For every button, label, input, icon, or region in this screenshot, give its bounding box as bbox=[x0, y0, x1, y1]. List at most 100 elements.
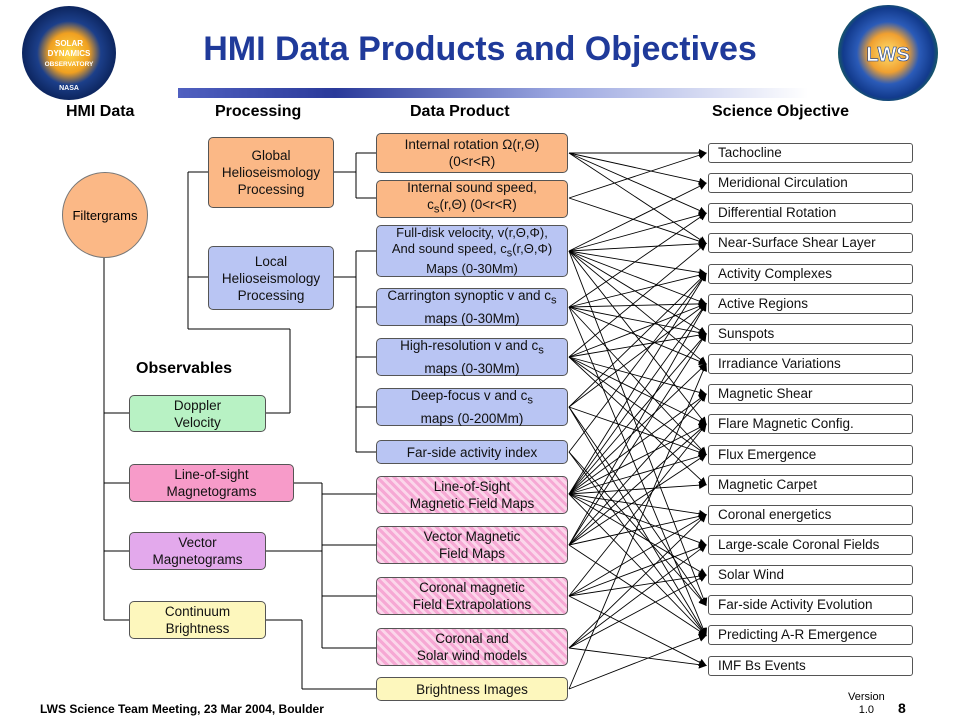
product-objective-link bbox=[568, 647, 707, 669]
product-objective-link bbox=[568, 250, 707, 365]
product-objective-link bbox=[568, 406, 707, 637]
product-objective-link bbox=[568, 272, 707, 453]
footer-version-label: Version bbox=[848, 691, 885, 703]
product-objective-link bbox=[568, 302, 707, 546]
p2-sub: s bbox=[433, 203, 440, 216]
p9-line-2: Field Maps bbox=[438, 546, 506, 561]
p4-sub: s bbox=[550, 294, 557, 307]
product-far-side-index: Far-side activity index bbox=[376, 440, 568, 464]
title-rule bbox=[178, 88, 808, 98]
lws-logo-art: LWS bbox=[866, 44, 910, 67]
objective-item: Far-side Activity Evolution bbox=[708, 595, 913, 616]
product-objective-link bbox=[568, 306, 707, 337]
product-objective-link bbox=[568, 572, 707, 597]
objective-item: Magnetic Carpet bbox=[708, 474, 913, 495]
product-objective-link bbox=[568, 250, 707, 335]
p5-line-1a: High-resolution v and c bbox=[400, 338, 539, 354]
header-data-product: Data Product bbox=[410, 103, 510, 120]
product-objective-link bbox=[568, 544, 707, 649]
objective-item: Predicting A-R Emergence bbox=[708, 625, 913, 646]
local-line-1: Local bbox=[254, 253, 288, 269]
product-internal-sound-speed: Internal sound speed,cs(r,Θ) (0<r<R) bbox=[376, 180, 568, 218]
objective-item: Sunspots bbox=[708, 323, 913, 344]
product-objective-link bbox=[568, 356, 707, 456]
product-objective-link bbox=[568, 634, 707, 690]
objective-item: IMF Bs Events bbox=[708, 655, 913, 676]
sdo-logo-line-2: DYNAMICS bbox=[48, 49, 91, 58]
product-objective-link bbox=[568, 331, 707, 358]
product-objective-link bbox=[568, 306, 707, 366]
product-objective-link bbox=[568, 152, 707, 186]
doppler-line-2: Velocity bbox=[174, 414, 221, 430]
footer-meeting: LWS Science Team Meeting, 23 Mar 2004, B… bbox=[40, 702, 324, 716]
product-objective-link bbox=[568, 363, 707, 495]
continuum-line-2: Brightness bbox=[165, 621, 230, 636]
p4-line-2: maps (0-30Mm) bbox=[424, 310, 520, 326]
product-objective-link bbox=[568, 595, 707, 667]
p9-line-1: Vector Magnetic bbox=[423, 529, 521, 544]
p6-line-2: maps (0-200Mm) bbox=[420, 410, 524, 426]
p3-line-3: Maps (0-30Mm) bbox=[426, 261, 518, 277]
p6-line-1a: Deep-focus v and c bbox=[411, 388, 528, 404]
filtergrams-label: Filtergrams bbox=[72, 207, 138, 223]
tree-lines bbox=[103, 152, 376, 690]
objective-item: Flare Magnetic Config. bbox=[708, 414, 913, 435]
product-objective-link bbox=[568, 393, 707, 495]
product-objective-link bbox=[568, 423, 707, 546]
product-objective-link bbox=[568, 182, 707, 252]
product-objective-link bbox=[568, 239, 707, 252]
product-objective-link bbox=[568, 423, 707, 495]
p2-line-1: Internal sound speed, bbox=[407, 180, 537, 196]
page-title: HMI Data Products and Objectives bbox=[203, 30, 757, 68]
product-objective-link bbox=[568, 406, 707, 456]
product-objective-link bbox=[568, 514, 707, 597]
sdo-logo: SOLAR DYNAMICS OBSERVATORY NASA bbox=[22, 6, 116, 100]
product-objective-link bbox=[568, 356, 707, 397]
product-objective-link bbox=[568, 303, 707, 408]
header-science-objective: Science Objective bbox=[712, 103, 849, 120]
product-objective-link bbox=[568, 544, 707, 636]
filtergrams-node: Filtergrams bbox=[62, 172, 148, 258]
product-objective-link bbox=[568, 512, 707, 546]
product-brightness-images: Brightness Images bbox=[376, 677, 568, 701]
product-objective-link bbox=[568, 574, 707, 649]
header-processing: Processing bbox=[215, 103, 302, 120]
objective-item: Tachocline bbox=[708, 143, 913, 163]
product-objective-link bbox=[568, 299, 707, 308]
p11-line-1: Coronal and bbox=[435, 631, 509, 646]
product-objective-link bbox=[568, 306, 707, 637]
objective-item: Active Regions bbox=[708, 293, 913, 314]
product-objective-link bbox=[568, 333, 707, 495]
p12-line-1: Brightness Images bbox=[416, 681, 528, 697]
objective-item: Activity Complexes bbox=[708, 263, 913, 284]
product-objective-link bbox=[568, 152, 707, 215]
objective-item: Flux Emergence bbox=[708, 444, 913, 465]
product-objective-links bbox=[568, 149, 708, 690]
product-objective-link bbox=[568, 453, 707, 546]
p5-sub: s bbox=[538, 344, 544, 357]
sdo-logo-art: SOLAR DYNAMICS OBSERVATORY NASA bbox=[45, 39, 94, 92]
product-objective-link bbox=[568, 493, 707, 637]
global-line-1: Global bbox=[251, 148, 291, 163]
product-objective-link bbox=[568, 514, 707, 649]
p10-line-2: Field Extrapolations bbox=[412, 597, 532, 612]
product-objective-link bbox=[568, 250, 708, 607]
los-line-1: Line-of-sight bbox=[174, 467, 249, 482]
vector-line-2: Magnetograms bbox=[152, 552, 243, 567]
observables-label: Observables bbox=[136, 360, 233, 377]
sdo-logo-line-4: NASA bbox=[59, 85, 79, 92]
p2-line-2a: c bbox=[427, 197, 434, 213]
product-objective-link bbox=[568, 481, 707, 495]
product-objective-link bbox=[568, 197, 707, 246]
p10-line-1: Coronal magnetic bbox=[419, 580, 525, 595]
p3-line-1: Full-disk velocity, v(r,Θ,Φ), bbox=[396, 224, 548, 240]
